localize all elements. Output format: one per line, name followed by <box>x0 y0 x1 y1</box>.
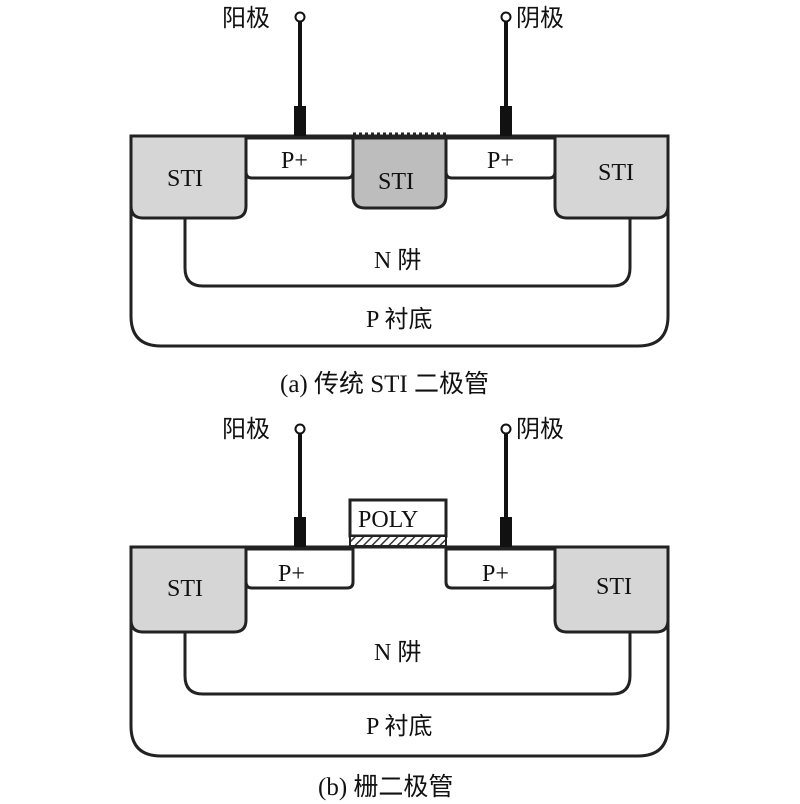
poly-gate <box>348 498 448 538</box>
sti-center-region <box>351 136 448 210</box>
p-plus-left-region <box>244 136 355 180</box>
cathode-terminal-a <box>500 11 512 136</box>
diagram-a: 阳极 阴极 STI STI STI P+ P+ N 阱 P 衬底 (a) 传统 … <box>129 5 670 398</box>
sti-center-label: STI <box>378 169 414 195</box>
anode-label-b: 阳极 <box>222 416 270 443</box>
p-plus-right-label-b: P+ <box>482 561 509 587</box>
cathode-label: 阴极 <box>516 5 564 32</box>
p-plus-right-region <box>444 136 557 180</box>
n-well-label-b: N 阱 <box>374 639 421 666</box>
diagram-b: 阳极 阴极 POLY STI STI P+ P+ N 阱 P 衬底 (b) 栅二… <box>129 416 670 801</box>
cathode-terminal-b <box>500 423 512 547</box>
p-plus-right-region-b <box>444 547 557 590</box>
p-substrate-label: P 衬底 <box>366 306 432 333</box>
sti-right-label-b: STI <box>596 574 632 600</box>
n-well-region-b <box>183 632 632 696</box>
sti-left-region <box>129 134 248 220</box>
p-plus-right-label: P+ <box>487 148 514 174</box>
p-plus-left-region-b <box>244 547 355 590</box>
anode-terminal-b <box>294 423 306 547</box>
p-substrate-region-b <box>129 545 670 758</box>
n-well-label: N 阱 <box>374 247 421 274</box>
n-well-region <box>183 218 632 288</box>
poly-label: POLY <box>358 507 418 533</box>
sti-left-label: STI <box>167 166 203 192</box>
caption-a: (a) 传统 STI 二极管 <box>280 370 489 398</box>
anode-terminal-a <box>294 11 306 136</box>
cathode-label-b: 阴极 <box>516 416 564 443</box>
sti-left-region-b <box>129 545 248 634</box>
sti-left-label-b: STI <box>167 576 203 602</box>
caption-b: (b) 栅二极管 <box>318 773 453 801</box>
sti-right-region-b <box>553 545 670 634</box>
p-substrate-label-b: P 衬底 <box>366 713 432 740</box>
p-plus-left-label-b: P+ <box>278 561 305 587</box>
sti-right-region <box>553 134 670 220</box>
anode-label: 阳极 <box>222 5 270 32</box>
p-substrate-region <box>129 134 670 348</box>
p-plus-left-label: P+ <box>281 148 308 174</box>
gate-oxide <box>349 535 447 547</box>
sti-right-label: STI <box>598 160 634 186</box>
